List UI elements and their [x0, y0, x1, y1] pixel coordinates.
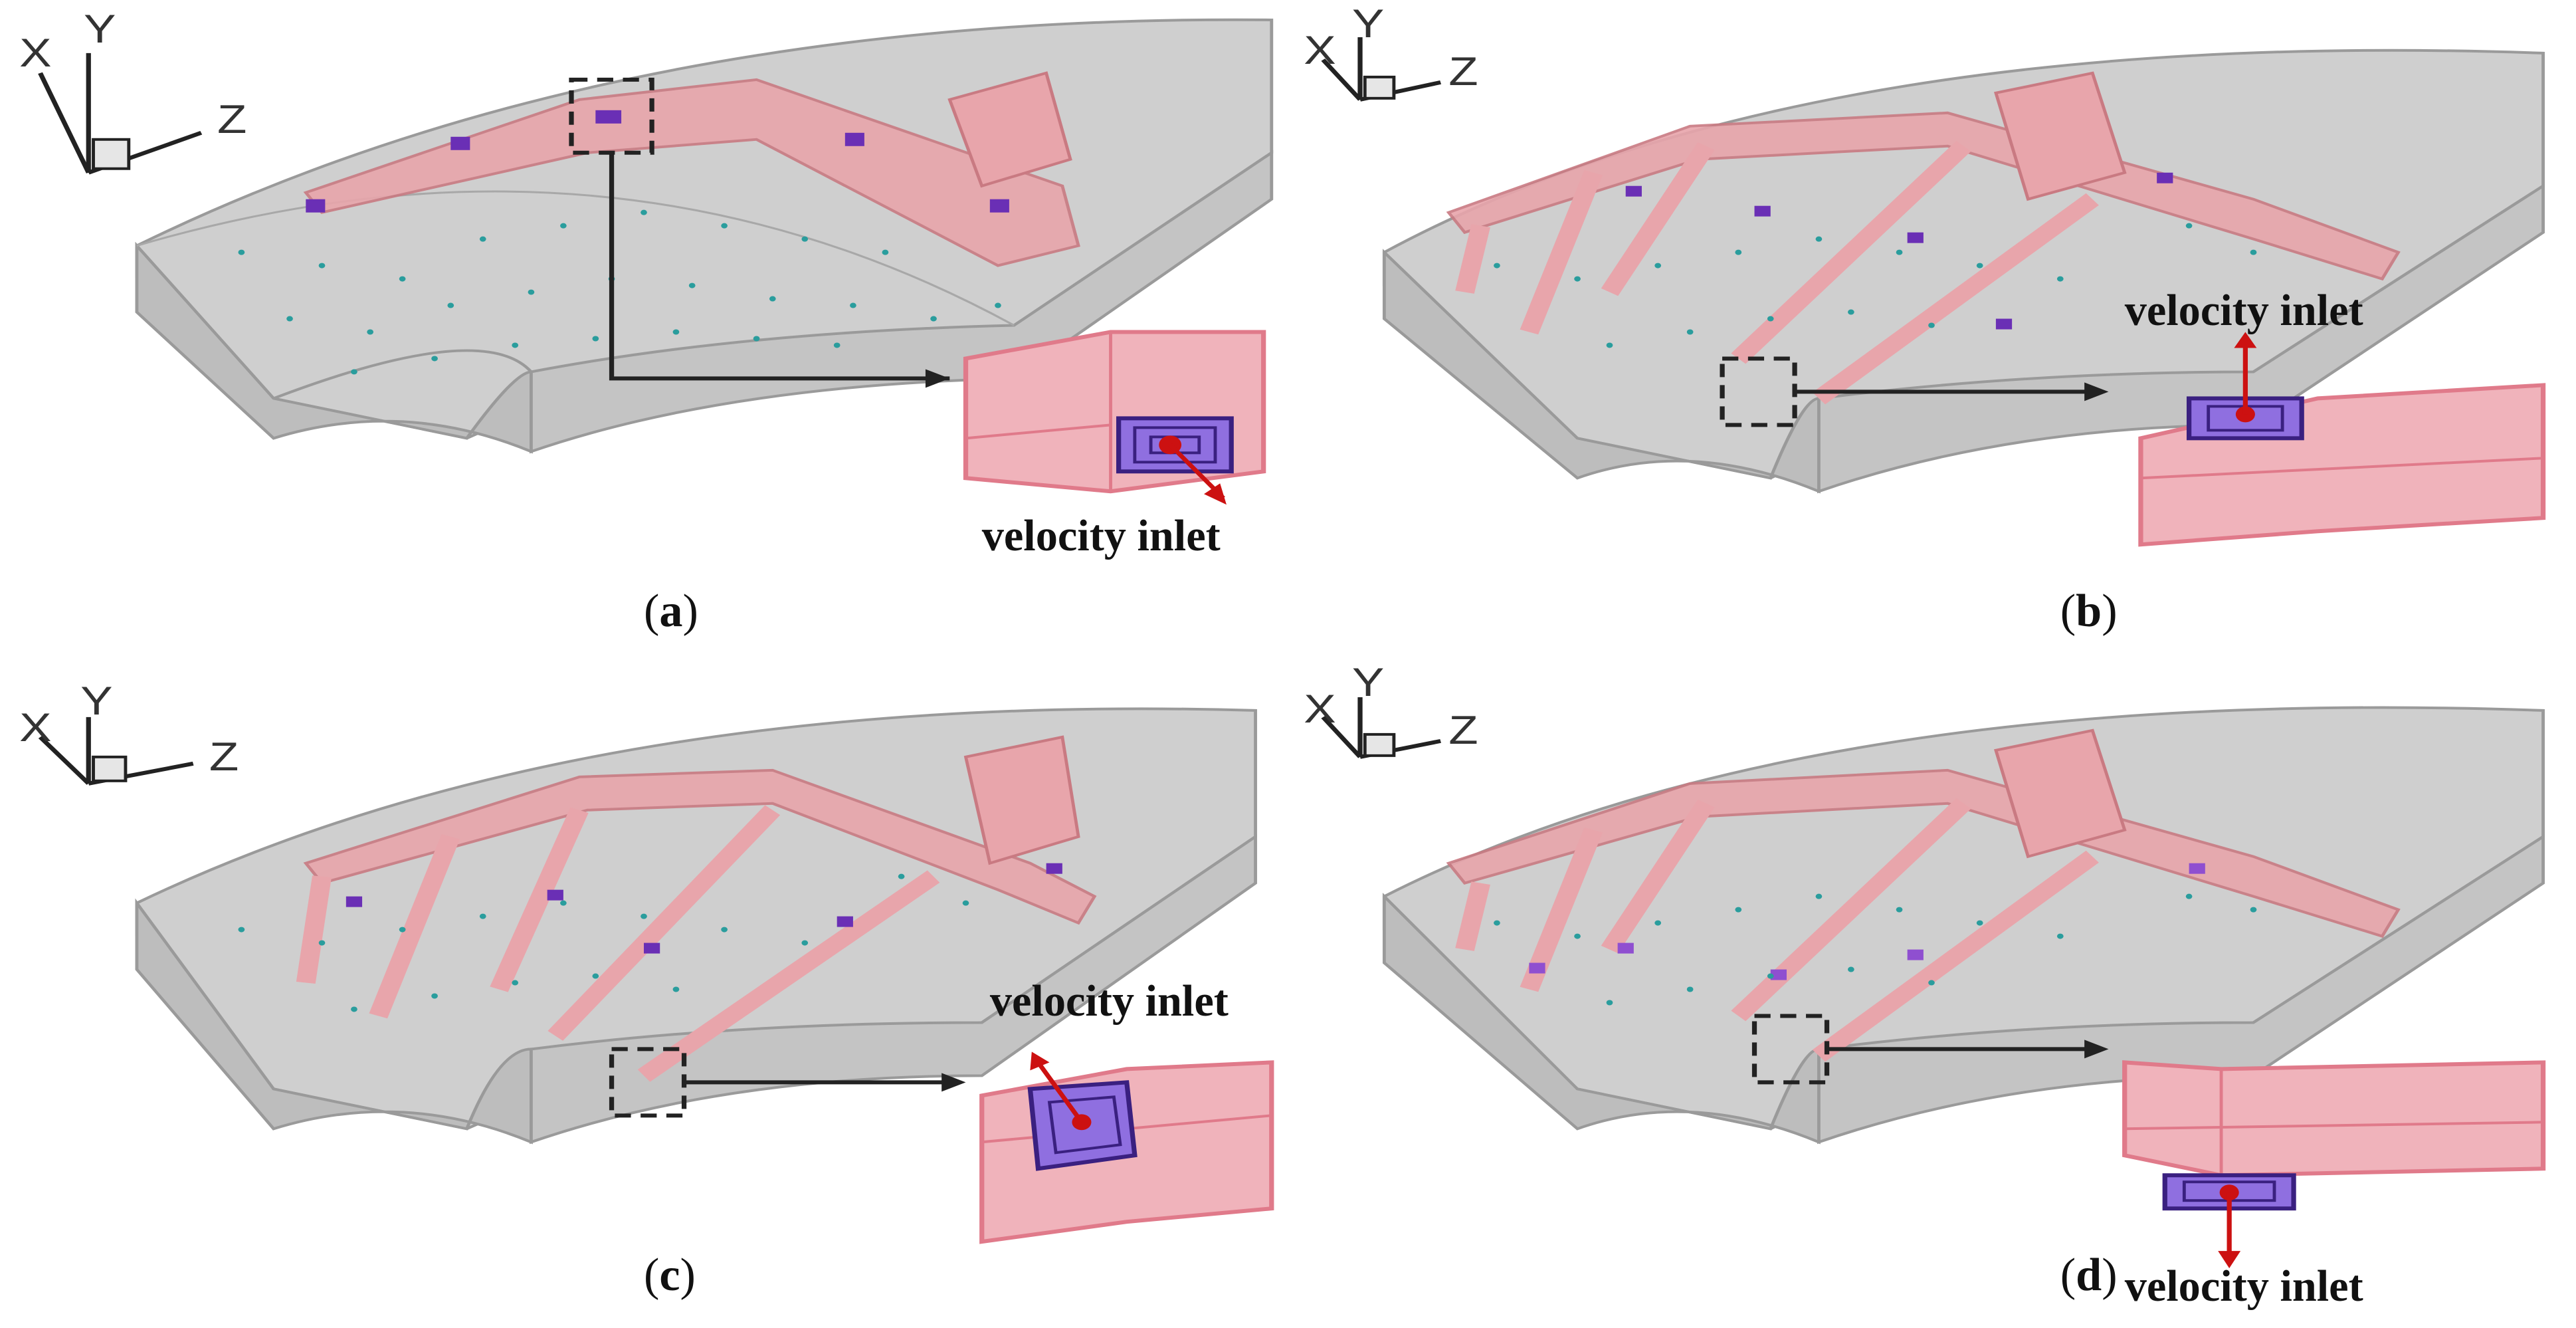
nozzle — [346, 896, 363, 907]
nozzle — [306, 199, 326, 213]
pipe-manifold — [296, 735, 1097, 1082]
caption-open: ( — [644, 1249, 660, 1301]
panel-caption: (c) — [644, 1248, 696, 1302]
nozzle — [844, 132, 864, 146]
pipe-manifold — [303, 71, 1080, 267]
zoom-inset — [979, 1051, 1274, 1244]
velocity-inlet-label: velocity inlet — [989, 976, 1229, 1026]
velocity-inlet-label: velocity inlet — [2124, 1262, 2363, 1311]
caption-letter: a — [659, 585, 683, 637]
panel-c-drawing: Y X Z — [19, 679, 1274, 1244]
axis-triad — [38, 53, 203, 175]
caption-letter: b — [2076, 585, 2102, 637]
velocity-inlet-label: velocity inlet — [981, 512, 1221, 561]
caption-letter: d — [2076, 1249, 2102, 1301]
nozzle — [547, 889, 563, 901]
domain-sector — [135, 707, 1257, 1145]
velocity-inlet-label: velocity inlet — [2124, 286, 2363, 335]
caption-letter: c — [659, 1249, 680, 1301]
dot-grid — [1494, 223, 2257, 348]
axis-triad — [1321, 697, 1441, 759]
dot-grid — [238, 209, 1001, 375]
pipe-manifold — [1446, 728, 2401, 1062]
callout-arrowhead — [925, 369, 950, 388]
axis-x-label: X — [1304, 29, 1336, 73]
axis-y-label: Y — [1352, 664, 1384, 705]
axis-z-label: Z — [217, 98, 247, 142]
nozzle — [1046, 863, 1062, 874]
nozzle — [1625, 185, 1642, 197]
nozzle — [644, 942, 660, 954]
panel-c: Y X Z — [0, 664, 1288, 1328]
axis-z-label: Z — [1448, 709, 1478, 753]
nozzle — [2157, 172, 2173, 183]
panel-caption: (d) — [2060, 1248, 2118, 1302]
panel-caption: (a) — [644, 584, 698, 638]
nozzle — [1617, 942, 1634, 954]
zoom-box — [1720, 356, 1797, 427]
zoom-inset — [2138, 332, 2546, 547]
caption-open: ( — [2060, 585, 2076, 637]
panel-d: Y X Z — [1288, 664, 2575, 1328]
nozzle — [1770, 969, 1787, 980]
axis-x-label: X — [19, 31, 51, 76]
axis-y-label: Y — [80, 679, 112, 724]
nozzle — [595, 110, 622, 124]
panel-a: Y X Z — [0, 0, 1288, 664]
panel-d-drawing: Y X Z — [1304, 664, 2546, 1269]
panel-b-drawing: Y X Z — [1304, 2, 2546, 547]
caption-close: ) — [680, 1249, 696, 1301]
nozzle — [450, 136, 470, 150]
callout-arrowhead — [2084, 1040, 2109, 1059]
caption-close: ) — [2102, 1249, 2118, 1301]
pipe-manifold — [1446, 71, 2401, 405]
panel-a-drawing: Y X Z — [19, 7, 1274, 505]
axis-z-label: Z — [209, 735, 239, 780]
nozzle — [1907, 949, 1924, 960]
callout-arrowhead — [2084, 382, 2109, 401]
nozzle — [1529, 962, 1545, 974]
caption-close: ) — [2102, 585, 2118, 637]
nozzle — [1754, 205, 1771, 217]
axis-y-label: Y — [84, 7, 116, 52]
caption-open: ( — [2060, 1249, 2076, 1301]
axis-triad — [38, 717, 194, 786]
nozzle — [1995, 318, 2013, 330]
caption-close: ) — [682, 585, 698, 637]
nozzle — [2189, 863, 2205, 874]
axis-y-label: Y — [1352, 2, 1384, 47]
panel-b: Y X Z — [1288, 0, 2575, 664]
nozzle — [837, 916, 853, 927]
zoom-inset — [963, 330, 1266, 505]
dot-grid — [238, 873, 969, 1012]
dot-grid — [1494, 893, 2257, 1006]
callout-line — [609, 152, 950, 381]
nozzle — [1907, 232, 1924, 243]
nozzle — [989, 199, 1009, 213]
callout-arrowhead — [941, 1073, 966, 1092]
caption-open: ( — [644, 585, 660, 637]
panel-caption: (b) — [2060, 584, 2118, 638]
axis-x-label: X — [1304, 687, 1336, 732]
axis-x-label: X — [19, 706, 51, 750]
zoom-inset — [2122, 1060, 2546, 1269]
axis-triad — [1321, 37, 1442, 102]
axis-z-label: Z — [1448, 50, 1478, 94]
